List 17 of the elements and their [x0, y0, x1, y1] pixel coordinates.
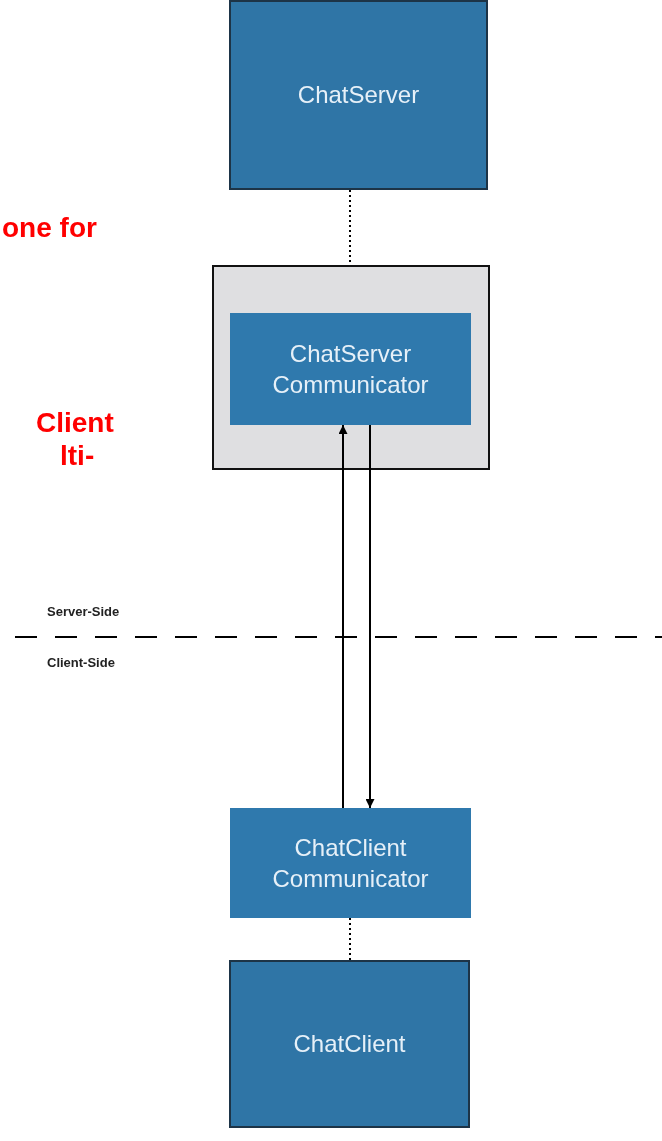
communicator-box [230, 313, 471, 425]
slide-text: lti- [60, 439, 95, 473]
arrow [338, 424, 348, 809]
box-label: ChatServer [296, 80, 421, 111]
component-box [229, 0, 488, 190]
slide-text: one for [2, 211, 97, 245]
connector-line [349, 917, 351, 961]
container-box [212, 265, 490, 470]
side-label: Client-Side [47, 655, 115, 672]
component-box [229, 960, 470, 1128]
side-label: Server-Side [47, 604, 120, 621]
box-label: ChatClient Communicator [271, 832, 430, 894]
slide-text: Client [36, 406, 114, 440]
communicator-box [230, 808, 471, 918]
box-label: ChatClient [292, 1029, 407, 1060]
arrow [365, 424, 375, 809]
box-label: ChatServer Communicator [271, 338, 430, 400]
